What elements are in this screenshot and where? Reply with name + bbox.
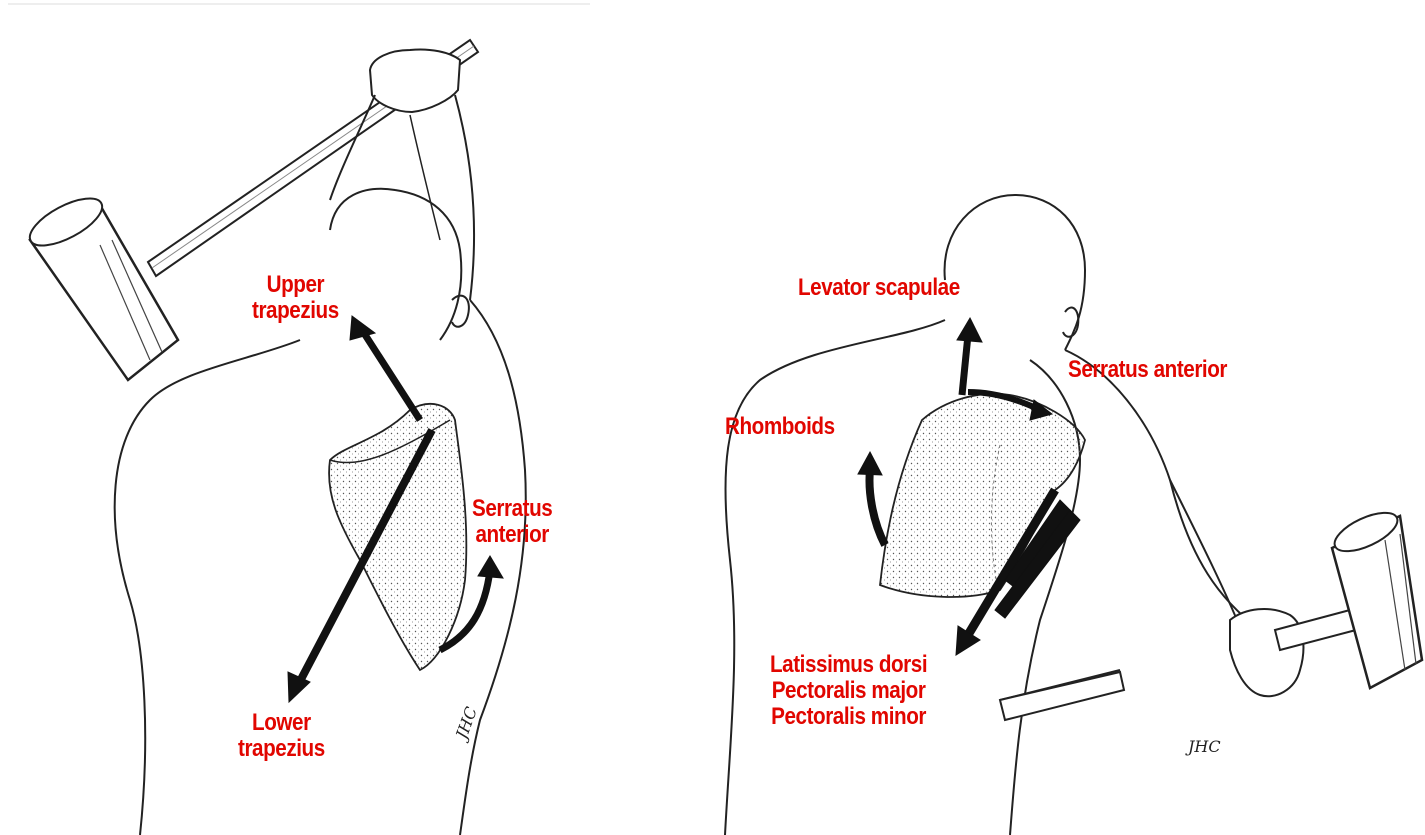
label-lower-trapezius: Lower trapezius — [238, 710, 325, 762]
label-rhomboids: Rhomboids — [725, 414, 835, 440]
left-illustration-panel: JHC Upper trapezius Serratus anterior Lo… — [0, 0, 590, 835]
label-serratus-anterior-right: Serratus anterior — [1068, 357, 1227, 383]
artist-signature-right: JHC — [1185, 737, 1221, 756]
label-serratus-anterior-left: Serratus anterior — [472, 496, 552, 548]
label-depressors: Latissimus dorsi Pectoralis major Pector… — [770, 652, 927, 730]
label-upper-trapezius: Upper trapezius — [252, 272, 339, 324]
right-illustration-panel: JHC Levator scapulae Serratus anterior R… — [700, 0, 1425, 835]
scapula-left — [329, 404, 466, 670]
label-levator-scapulae: Levator scapulae — [798, 275, 960, 301]
